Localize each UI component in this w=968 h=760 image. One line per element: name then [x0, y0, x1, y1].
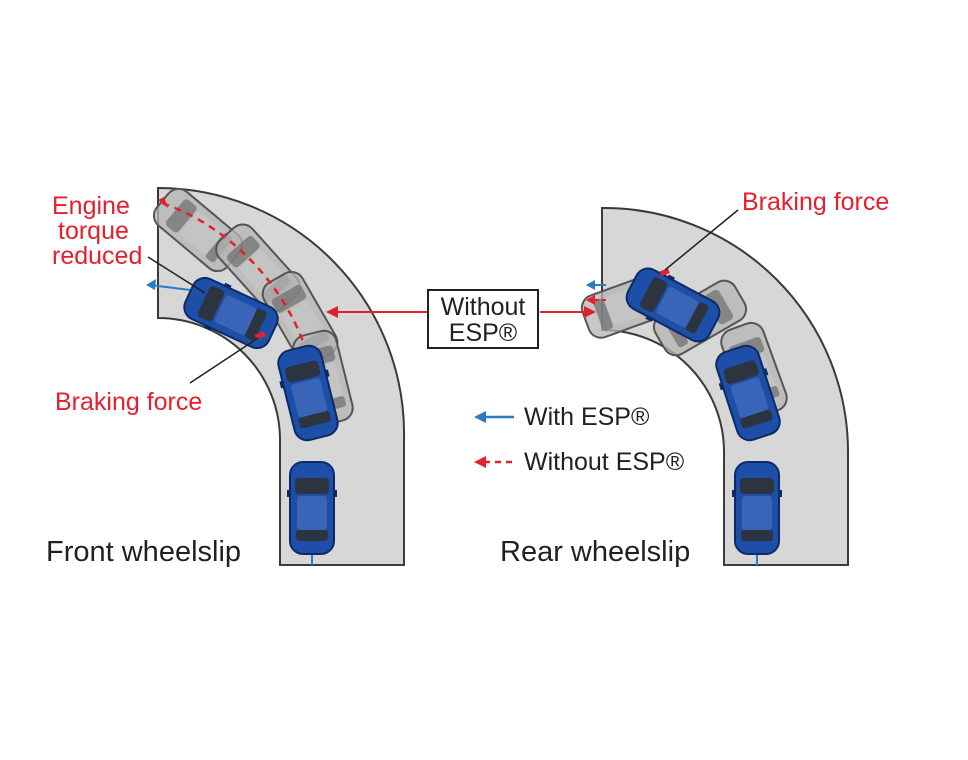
- front-red-arrowhead: [158, 197, 168, 208]
- car-icon: [731, 461, 783, 555]
- engine-label-line3: reduced: [52, 242, 143, 270]
- without-esp-box: Without ESP®: [427, 289, 539, 349]
- front-title: Front wheelslip: [46, 536, 242, 568]
- rear-braking-label: Braking force: [742, 188, 890, 216]
- arrow-left-icon: [146, 279, 156, 290]
- rear-title: Rear wheelslip: [500, 536, 691, 568]
- legend-without-label: Without ESP®: [524, 448, 685, 476]
- front-with-esp-arrow: [149, 284, 191, 291]
- arrow-left-icon: [474, 456, 486, 468]
- engine-label-line2: torque: [58, 217, 129, 245]
- without-esp-box-line1: Without: [440, 293, 526, 321]
- front-without-esp-path: [161, 201, 312, 366]
- without-esp-box-line2: ESP®: [448, 319, 518, 347]
- car-icon: [286, 461, 338, 555]
- front-braking-label: Braking force: [55, 388, 203, 416]
- legend-with-label: With ESP®: [524, 403, 650, 431]
- engine-label-line1: Engine: [52, 192, 130, 220]
- arrow-left-icon: [474, 411, 486, 423]
